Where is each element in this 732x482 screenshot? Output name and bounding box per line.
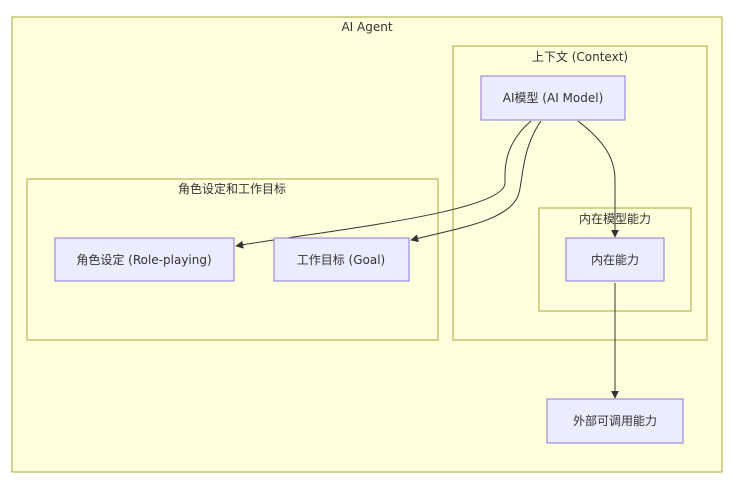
cluster-ai-agent-label: AI Agent [341, 20, 392, 34]
node-role-playing-box [54, 237, 235, 282]
node-goal-box [273, 237, 410, 282]
node-role-playing[interactable]: 角色设定 (Role-playing) [54, 237, 235, 282]
node-goal-label: 工作目标 (Goal) [297, 253, 386, 267]
edge-model-to-role [235, 120, 532, 249]
edge-model-to-goal [410, 120, 542, 243]
node-external-ability-label: 外部可调用能力 [573, 413, 657, 428]
node-external-ability-box [546, 398, 684, 444]
node-ai-model-box [480, 75, 626, 121]
edge-model-to-inner [577, 120, 619, 238]
cluster-context-label: 上下文 (Context) [532, 49, 628, 64]
node-goal[interactable]: 工作目标 (Goal) [273, 237, 410, 282]
node-inner-ability-label: 内在能力 [591, 253, 639, 267]
node-inner-ability[interactable]: 内在能力 [565, 237, 665, 282]
node-external-ability[interactable]: 外部可调用能力 [546, 398, 684, 444]
node-role-playing-label: 角色设定 (Role-playing) [76, 252, 211, 267]
node-inner-ability-box [565, 237, 665, 282]
cluster-role-goal-label: 角色设定和工作目标 [178, 181, 286, 196]
node-ai-model[interactable]: AI模型 (AI Model) [480, 75, 626, 121]
node-ai-model-label: AI模型 (AI Model) [503, 91, 604, 105]
